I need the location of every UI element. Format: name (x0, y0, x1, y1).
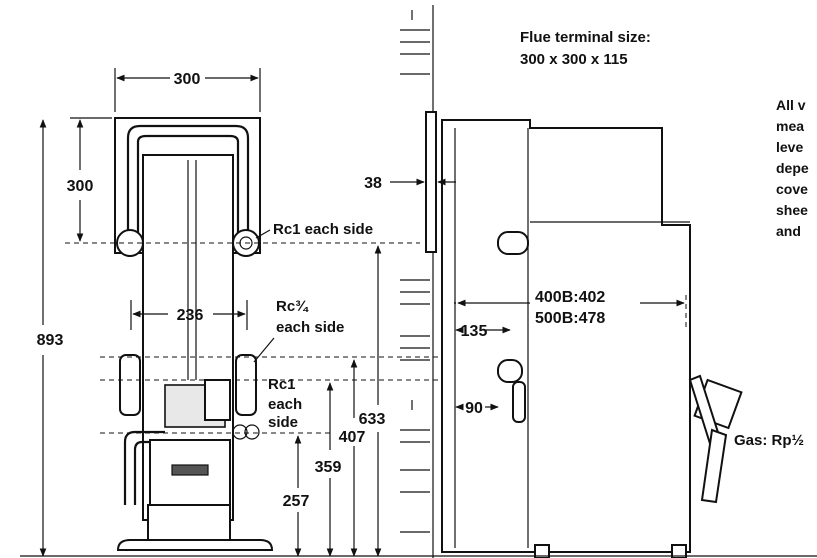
dim-height-359: 359 (315, 459, 342, 476)
dim-inner-width: 236 (177, 307, 204, 324)
front-view: 300 300 893 236 633 407 359 257 Rc1 each… (37, 68, 470, 557)
dim-width-top: 300 (174, 71, 201, 88)
wall-hatching (400, 10, 430, 533)
flue-terminal-note: Flue terminal size: 300 x 300 x 115 (520, 29, 651, 68)
dim-model-400: 400B:402 (535, 289, 605, 306)
label-rc1: Rc1 (268, 376, 296, 393)
dim-height-633: 633 (359, 411, 386, 428)
note-line: All v (776, 97, 806, 113)
note-line: depe (776, 160, 809, 176)
label-gas: Gas: Rp½ (734, 432, 804, 449)
note-line: and (776, 223, 801, 239)
note-line: leve (776, 139, 803, 155)
dim-height-407: 407 (339, 429, 366, 446)
flue-loop-outer (126, 124, 250, 235)
dim-depth-135: 135 (461, 323, 488, 340)
label-rc1-each-side: Rc1 each side (273, 221, 373, 238)
front-base (116, 539, 274, 551)
label-rc1-each: each (268, 396, 302, 413)
dim-depth-38: 38 (364, 175, 382, 192)
dim-height-top: 300 (67, 178, 94, 195)
flue-terminal-size: 300 x 300 x 115 (520, 51, 628, 68)
side-casing (441, 119, 691, 553)
note-line: shee (776, 202, 808, 218)
flue-terminal-title: Flue terminal size: (520, 29, 651, 46)
dim-depth-90: 90 (465, 400, 483, 417)
valve-right (235, 354, 257, 416)
side-view: 38 400B:402 500B:478 135 90 Gas: Rp½ (364, 5, 804, 558)
dim-model-500: 500B:478 (535, 310, 605, 327)
label-rc1-side: side (268, 414, 298, 431)
dim-total-height: 893 (37, 332, 64, 349)
label-rc34: Rc¾ (276, 298, 309, 315)
label-rc34-each-side: each side (276, 319, 344, 336)
flue-loop-inner (136, 134, 240, 235)
side-note: All v mea leve depe cove shee and (776, 97, 809, 239)
flue-plate (425, 111, 437, 253)
dim-height-257: 257 (283, 493, 310, 510)
note-line: mea (776, 118, 804, 134)
valve-left (119, 354, 141, 416)
side-gas-valve (688, 374, 743, 504)
note-line: cove (776, 181, 808, 197)
